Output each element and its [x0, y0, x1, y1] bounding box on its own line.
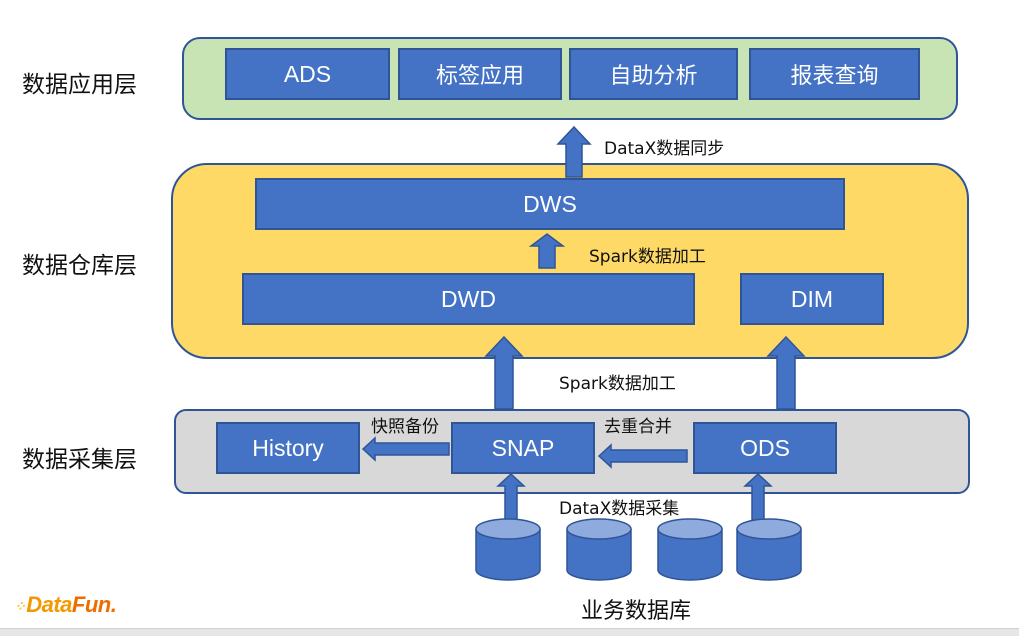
database-cylinder-icon: [736, 518, 802, 581]
arrow-up-dwd-to-dws-icon: [528, 233, 566, 269]
bottom-scrollbar-strip: [0, 628, 1019, 636]
database-cylinder-icon: [566, 518, 632, 581]
arrow-up-datax-sync-icon: [556, 125, 592, 178]
report-query-box: 报表查询: [749, 48, 920, 100]
history-box: History: [216, 422, 360, 474]
self-service-analysis-box: 自助分析: [569, 48, 738, 100]
note-spark-dwd-to-dws: Spark数据加工: [589, 247, 706, 267]
arrow-up-snap-to-dwd-icon: [484, 335, 524, 410]
note-snapshot-backup: 快照备份: [371, 417, 439, 437]
dim-box: DIM: [740, 273, 884, 325]
business-databases-caption: 业务数据库: [581, 599, 692, 624]
arrow-up-db-to-snap-icon: [496, 472, 526, 521]
note-dedup-merge: 去重合并: [604, 417, 672, 437]
arrow-left-snap-to-history-icon: [361, 436, 450, 462]
database-cylinder-icon: [657, 518, 723, 581]
arrow-up-db-to-ods-icon: [743, 472, 773, 521]
layer-label-application: 数据应用层: [22, 72, 137, 98]
note-datax-collect: DataX数据采集: [559, 499, 680, 519]
arrow-left-ods-to-snap-icon: [597, 443, 688, 469]
ods-box: ODS: [693, 422, 837, 474]
database-cylinder-icon: [475, 518, 541, 581]
dws-box: DWS: [255, 178, 845, 230]
tag-application-box: 标签应用: [398, 48, 562, 100]
note-datax-sync: DataX数据同步: [604, 139, 725, 159]
arrow-up-ods-to-dim-icon: [766, 335, 806, 410]
snap-box: SNAP: [451, 422, 595, 474]
ads-box: ADS: [225, 48, 390, 100]
dwd-box: DWD: [242, 273, 695, 325]
note-spark-collection-to-warehouse: Spark数据加工: [559, 374, 676, 394]
datafun-logo: ⁘DataFun.: [14, 592, 117, 617]
layer-label-warehouse: 数据仓库层: [22, 253, 137, 279]
layer-label-collection: 数据采集层: [22, 447, 137, 473]
